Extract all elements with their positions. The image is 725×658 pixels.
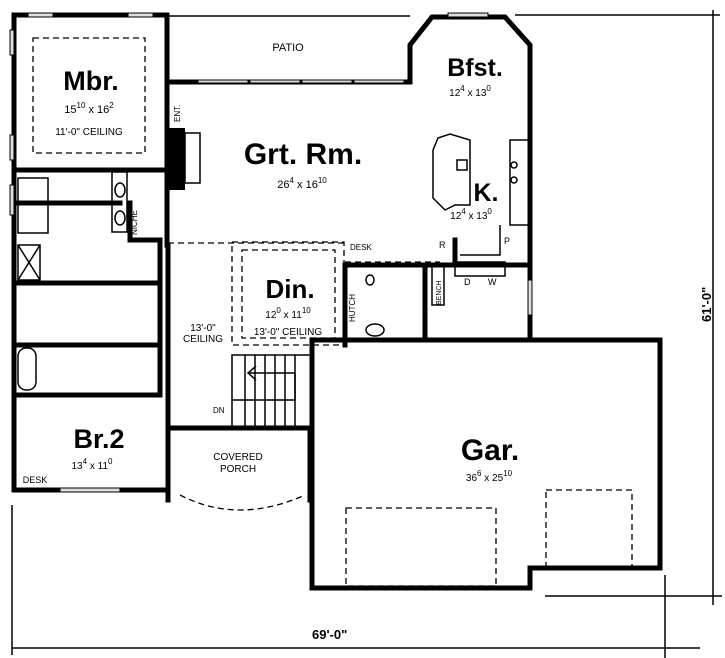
room-dimensions: 134 x 110 [72, 457, 114, 472]
niche-label: NICHE [130, 210, 139, 235]
svg-text:COVERED: COVERED [213, 452, 262, 463]
washer-label: W [488, 277, 497, 287]
desk-label: DESK [23, 475, 48, 485]
desk-label: DESK [350, 243, 372, 252]
fixture-labels: ENT. NICHE HUTCH BENCH DESK R P D W DN [130, 105, 510, 415]
patio-label: PATIO [272, 42, 304, 54]
stairs-down-label: DN [213, 406, 225, 415]
covered-porch: COVERED PORCH [213, 452, 262, 475]
room-dining: Din. 120 x 1110 13'-0" CEILING [254, 274, 322, 338]
room-dimensions: 1510 x 162 [64, 101, 114, 116]
room-name: Din. [265, 274, 314, 304]
kitchen-fixtures [431, 133, 531, 306]
refrigerator-label: R [439, 240, 446, 250]
bath-fixtures [17, 171, 385, 391]
room-name: Br.2 [73, 424, 124, 454]
svg-text:CEILING: CEILING [183, 334, 223, 345]
ent-label: ENT. [173, 105, 182, 122]
room-mbr: Mbr. 1510 x 162 11'-0" CEILING [55, 66, 123, 138]
room-dimensions: 120 x 1110 [265, 306, 311, 321]
room-dimensions: 124 x 130 [449, 84, 491, 99]
dashed-outlines [32, 37, 633, 587]
hutch-label: HUTCH [348, 294, 357, 322]
room-name: Mbr. [63, 66, 119, 96]
pantry-label: P [504, 236, 510, 246]
room-name: Bfst. [447, 54, 503, 82]
room-name: K. [474, 179, 499, 207]
room-great-room: Grt. Rm. 264 x 1610 [244, 138, 362, 191]
foyer-ceiling: 13'-0" CEILING [183, 323, 223, 345]
dryer-label: D [464, 277, 471, 287]
room-dimensions: 366 x 2510 [466, 469, 513, 484]
patio [164, 15, 413, 85]
room-kitchen: K. 124 x 130 [450, 179, 498, 222]
walls [9, 12, 663, 591]
svg-text:PORCH: PORCH [220, 464, 256, 475]
room-name: Gar. [461, 434, 519, 467]
dimension-lines [11, 10, 722, 658]
svg-text:13'-0": 13'-0" [190, 323, 216, 334]
room-ceiling: 11'-0" CEILING [55, 127, 123, 138]
bench-label: BENCH [436, 280, 443, 305]
width-dimension: 69'-0" [312, 627, 347, 642]
room-garage: Gar. 366 x 2510 [461, 434, 519, 484]
room-br2: Br.2 134 x 110 DESK [23, 424, 125, 485]
room-dimensions: 264 x 1610 [277, 176, 327, 191]
room-dimensions: 124 x 130 [450, 207, 492, 222]
stairs [231, 354, 313, 428]
room-ceiling: 13'-0" CEILING [254, 327, 322, 338]
room-name: Grt. Rm. [244, 138, 362, 171]
room-breakfast: Bfst. 124 x 130 [447, 54, 503, 99]
depth-dimension: 61'-0" [699, 287, 714, 322]
